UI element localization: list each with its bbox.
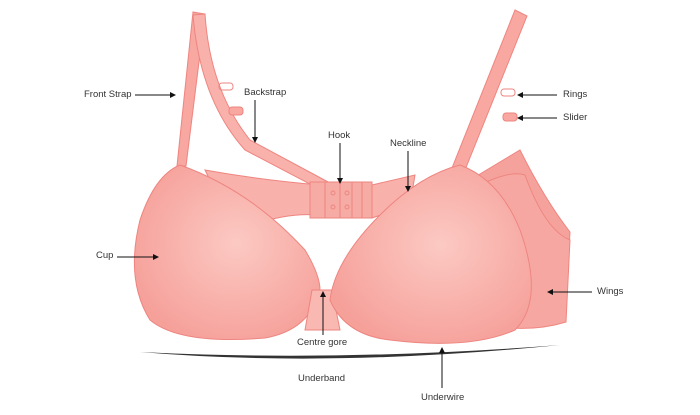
label-front-strap: Front Strap (84, 89, 132, 100)
label-rings: Rings (563, 89, 588, 100)
hook-part (309, 181, 373, 219)
underband-shadow (140, 345, 560, 359)
right-cup (329, 164, 532, 344)
label-hook: Hook (328, 130, 351, 141)
left-backstrap (192, 13, 331, 193)
left-cup (133, 164, 321, 340)
label-centre-gore: Centre gore (297, 337, 348, 348)
right-strap (451, 9, 528, 171)
label-wings: Wings (597, 286, 624, 297)
right-slider (502, 112, 518, 122)
label-backstrap: Backstrap (244, 87, 287, 98)
label-cup: Cup (96, 250, 114, 261)
hook-eyes (330, 190, 350, 210)
label-neckline: Neckline (390, 138, 427, 149)
left-rings (218, 82, 234, 91)
label-underband: Underband (298, 373, 346, 384)
hook-dividers (324, 182, 363, 218)
label-underwire: Underwire (421, 392, 465, 403)
label-slider: Slider (563, 112, 588, 123)
right-rings (500, 88, 516, 97)
left-slider (228, 106, 244, 116)
